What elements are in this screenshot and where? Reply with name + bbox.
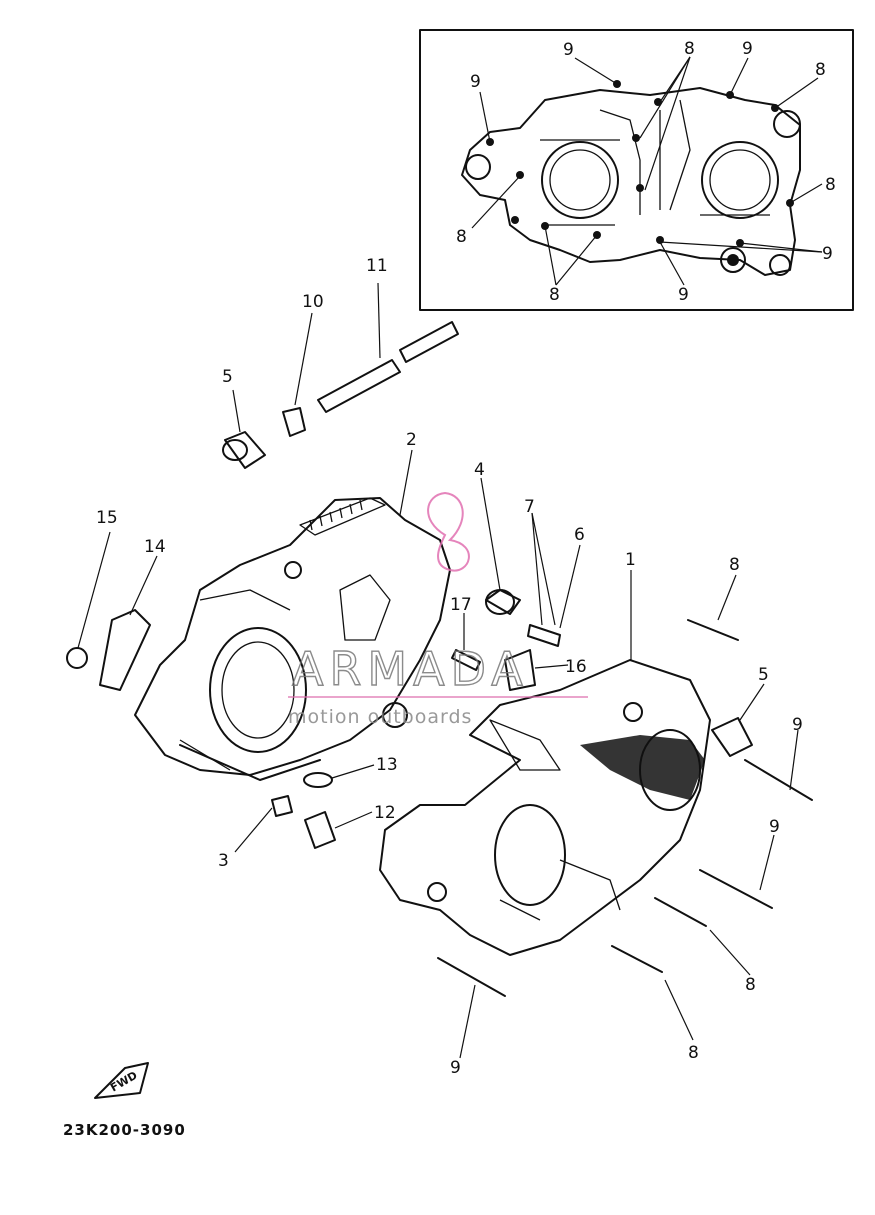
label-part-5b: 5 bbox=[758, 665, 769, 685]
label-part-8c: 8 bbox=[688, 1043, 699, 1063]
watermark-brand: ARMADA bbox=[292, 642, 529, 696]
label-part-4: 4 bbox=[474, 460, 485, 480]
small-parts bbox=[66, 321, 813, 997]
label-part-10: 10 bbox=[302, 292, 324, 312]
inset-label-8c: 8 bbox=[825, 175, 836, 195]
label-part-12: 12 bbox=[374, 803, 396, 823]
inset-crankcase-view: 9 8 9 8 9 8 8 8 9 9 bbox=[419, 29, 854, 311]
label-part-15: 15 bbox=[96, 508, 118, 528]
part-code: 23K200-3090 bbox=[63, 1121, 186, 1139]
label-part-1: 1 bbox=[625, 550, 636, 570]
inset-label-9c: 9 bbox=[470, 72, 481, 92]
label-part-9a: 9 bbox=[792, 715, 803, 735]
forward-badge: FWD bbox=[94, 1062, 149, 1099]
right-crankcase bbox=[379, 659, 711, 956]
label-part-14: 14 bbox=[144, 537, 166, 557]
label-part-17: 17 bbox=[450, 595, 472, 615]
label-part-9b: 9 bbox=[769, 817, 780, 837]
inset-frame bbox=[419, 29, 854, 311]
label-part-3: 3 bbox=[218, 851, 229, 871]
callout-lines bbox=[77, 282, 799, 1059]
watermark-tagline: motion outboards bbox=[288, 706, 472, 728]
label-part-16: 16 bbox=[565, 657, 587, 677]
inset-label-8a: 8 bbox=[684, 39, 695, 59]
label-part-7: 7 bbox=[524, 497, 535, 517]
left-crankcase bbox=[134, 497, 451, 781]
inset-label-8b: 8 bbox=[815, 60, 826, 80]
watermark: ARMADA motion outboards bbox=[288, 491, 588, 728]
inset-label-8d: 8 bbox=[456, 227, 467, 247]
forward-badge-text: FWD bbox=[108, 1069, 139, 1095]
inset-label-9e: 9 bbox=[822, 244, 833, 264]
inset-label-9d: 9 bbox=[678, 285, 689, 305]
label-part-9c: 9 bbox=[450, 1058, 461, 1078]
label-part-11: 11 bbox=[366, 256, 388, 276]
label-part-5a: 5 bbox=[222, 367, 233, 387]
label-part-13: 13 bbox=[376, 755, 398, 775]
label-part-2: 2 bbox=[406, 430, 417, 450]
watermark-logo-icon bbox=[427, 491, 470, 572]
label-part-8a: 8 bbox=[729, 555, 740, 575]
label-part-8b: 8 bbox=[745, 975, 756, 995]
label-part-6: 6 bbox=[574, 525, 585, 545]
inset-label-8e: 8 bbox=[549, 285, 560, 305]
inset-label-9b: 9 bbox=[742, 39, 753, 59]
inset-label-9a: 9 bbox=[563, 40, 574, 60]
part-labels: 1 2 3 4 5 5 6 7 8 9 10 11 12 13 14 15 16… bbox=[96, 256, 803, 1078]
